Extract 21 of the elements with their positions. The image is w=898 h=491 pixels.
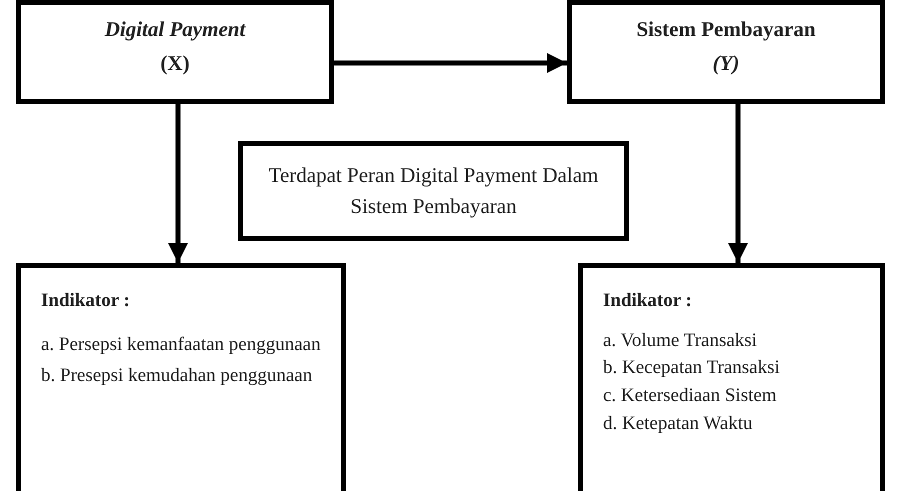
arrow — [168, 104, 188, 263]
indicator-heading: Indikator : — [603, 289, 693, 313]
indicator-item: b. Kecepatan Transaksi — [603, 356, 781, 380]
statement-box — [238, 141, 629, 241]
variable-name: Sistem Pembayaran — [636, 16, 816, 43]
arrow — [334, 53, 567, 73]
variable-box — [16, 0, 334, 104]
variable-symbol: (X) — [160, 50, 190, 78]
statement-text: Terdapat Peran Digital Payment Dalam Sistem Pembayaran — [268, 162, 600, 220]
variable-name: Digital Payment — [104, 16, 246, 43]
indicator-item: b. Presepsi kemudahan penggunaan — [41, 364, 314, 388]
variable-box — [567, 0, 885, 104]
arrow — [728, 104, 748, 263]
indicator-item: c. Ketersediaan Sistem — [603, 384, 778, 408]
indicator-heading: Indikator : — [41, 289, 131, 313]
indicator-item: d. Ketepatan Waktu — [603, 412, 754, 436]
variable-symbol: (Y) — [712, 50, 740, 78]
indicator-item: a. Persepsi kemanfaatan penggunaan — [41, 332, 322, 357]
indicator-box — [16, 263, 346, 491]
indicator-item: a. Volume Transaksi — [603, 328, 758, 353]
indicator-box — [578, 263, 885, 491]
